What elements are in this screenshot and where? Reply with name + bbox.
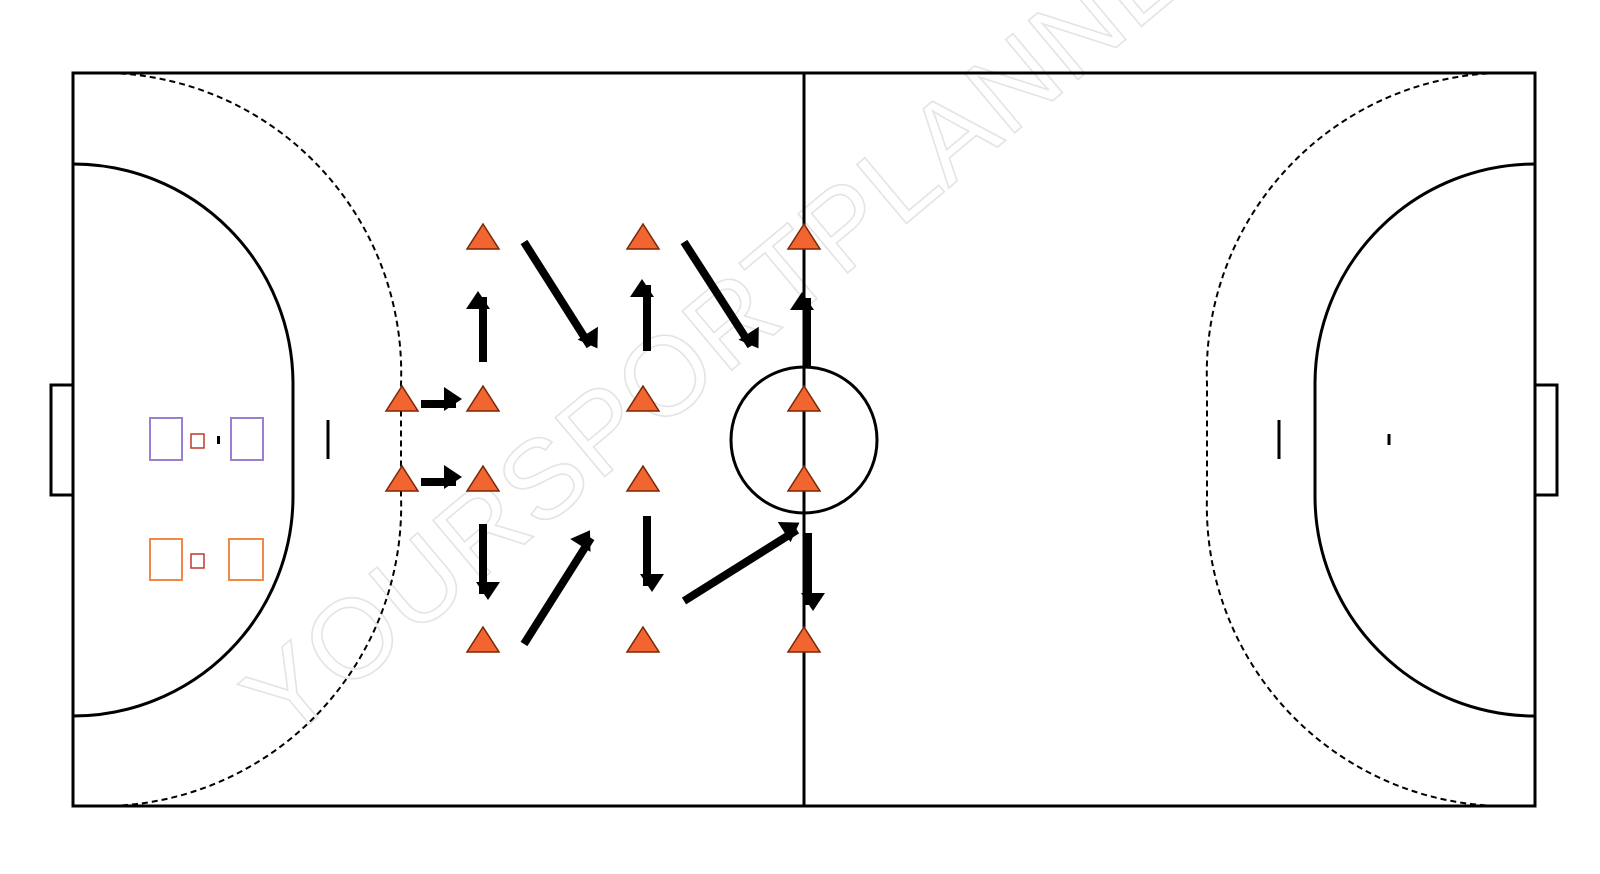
cone-icon bbox=[625, 384, 661, 412]
free-throw-lines bbox=[109, 72, 1499, 807]
cone-icon bbox=[786, 222, 822, 250]
arrow bbox=[681, 521, 800, 605]
dot-mark bbox=[217, 436, 220, 444]
cone-icon bbox=[465, 384, 501, 412]
movement-arrows bbox=[421, 239, 825, 647]
cone-icon bbox=[465, 222, 501, 250]
purple-square-right bbox=[230, 417, 264, 461]
center-circle bbox=[729, 365, 879, 515]
red-small-square-bottom bbox=[190, 553, 205, 569]
cones bbox=[384, 222, 822, 653]
red-small-square-top bbox=[190, 433, 205, 449]
cone-icon bbox=[465, 464, 501, 492]
right-goal bbox=[1533, 383, 1559, 497]
cone-icon bbox=[786, 464, 822, 492]
cone-icon bbox=[625, 464, 661, 492]
watermark-text: YOURSPORTPLANNER bbox=[220, 0, 1272, 763]
purple-square-left bbox=[149, 417, 183, 461]
left-goal bbox=[49, 383, 75, 497]
left-goal-area-line bbox=[72, 162, 295, 718]
orange-square-right bbox=[228, 538, 264, 581]
cone-icon bbox=[384, 384, 420, 412]
left-free-throw-line bbox=[109, 72, 403, 807]
arrow bbox=[680, 239, 759, 349]
court-lines bbox=[49, 71, 1559, 808]
right-goal-area-line bbox=[1313, 162, 1536, 718]
arrow bbox=[520, 530, 595, 647]
cone-icon bbox=[786, 625, 822, 653]
cone-icon bbox=[384, 464, 420, 492]
left-markers bbox=[149, 417, 264, 581]
cone-icon bbox=[625, 625, 661, 653]
cone-icon bbox=[786, 384, 822, 412]
cone-icon bbox=[465, 625, 501, 653]
orange-square-left bbox=[149, 538, 183, 581]
right-free-throw-line bbox=[1205, 72, 1499, 807]
cone-icon bbox=[625, 222, 661, 250]
arrow bbox=[520, 239, 598, 349]
